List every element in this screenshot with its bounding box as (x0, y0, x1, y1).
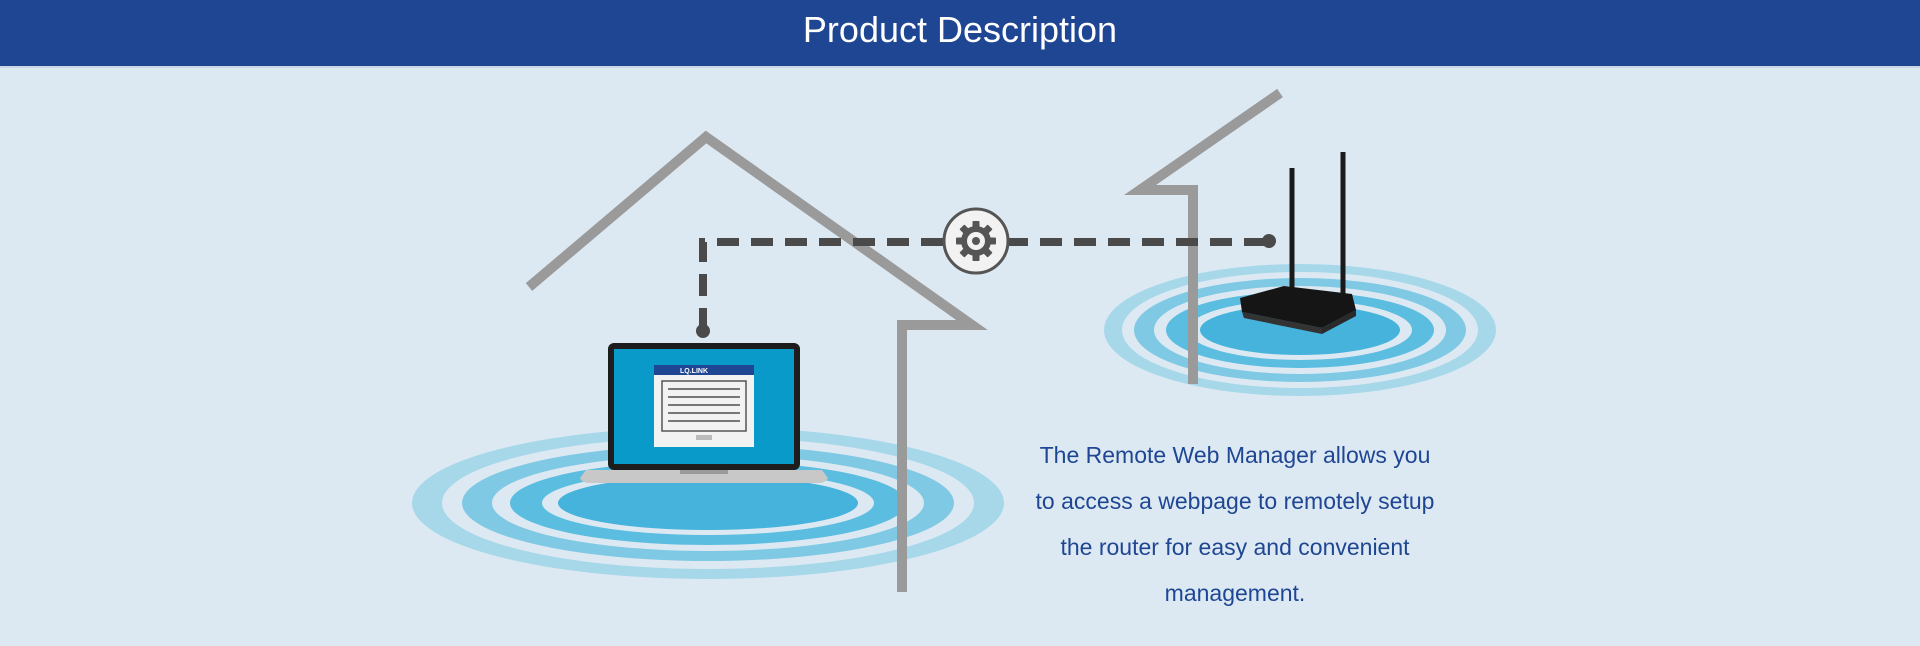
laptop-icon: LQ.LINK (580, 343, 828, 483)
description-line: management. (1164, 580, 1306, 606)
connection-line (699, 238, 1268, 330)
description-line: the router for easy and convenient (1060, 534, 1410, 560)
house-outline-icon (525, 130, 988, 592)
screen-brand: LQ.LINK (680, 368, 708, 375)
router-waves-icon (1104, 264, 1496, 396)
gear-icon (942, 207, 1010, 275)
page-header: Product Description (0, 0, 1920, 67)
description-line: to access a webpage to remotely setup (1035, 488, 1435, 514)
illustration-area (0, 68, 1920, 646)
description-text: The Remote Web Manager allows you to acc… (980, 432, 1490, 616)
header-divider (0, 66, 1920, 68)
house-outline-icon (1124, 88, 1283, 384)
router-link-dot (1262, 234, 1276, 248)
laptop-link-dot (696, 324, 710, 338)
description-line: The Remote Web Manager allows you (1039, 442, 1431, 468)
page-title: Product Description (802, 9, 1118, 50)
router-icon (1240, 152, 1356, 334)
